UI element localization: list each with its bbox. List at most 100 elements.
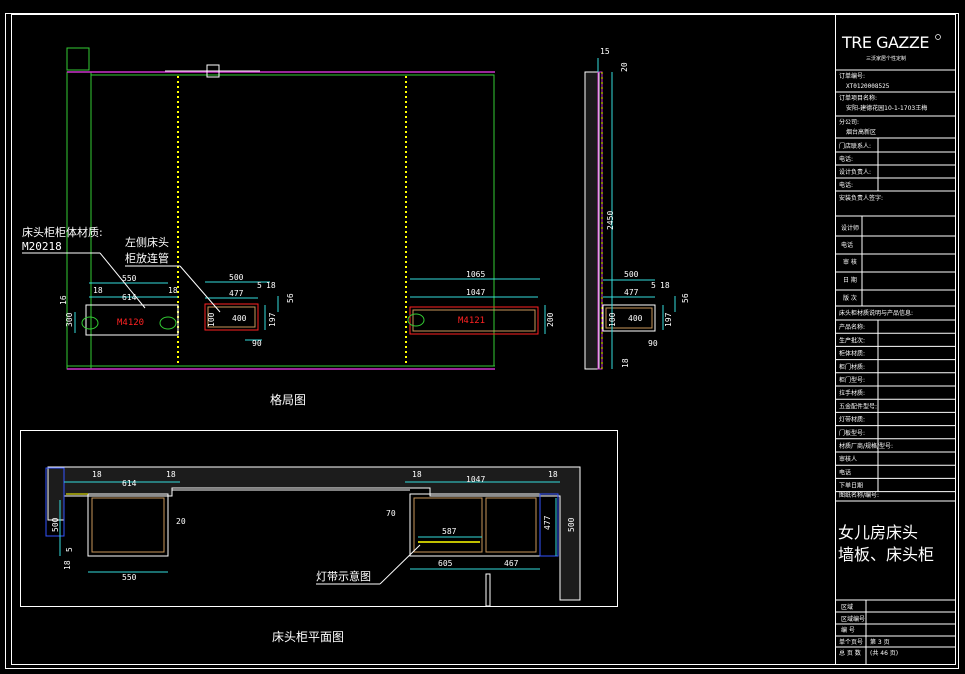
tb-row-label: 下单日期 [839,482,863,490]
tb-order-label: 订单编号: [839,72,865,80]
tb-branch-label: 分公司: [839,118,859,126]
tb-number-label: 编 号 [841,626,855,634]
note-material-line2: M20218 [22,240,62,253]
tb-branch-value: 烟台高新区 [846,128,876,136]
plan-dim-467: 467 [504,559,519,568]
dim-400: 400 [232,314,247,323]
plan-right-blue [539,493,559,557]
titleblock-frame [835,14,956,665]
side-dim-5: 5 [651,281,656,290]
tb-phone3-label: 电话 [841,241,853,249]
tb-installer-label: 安装负责人签字: [839,194,883,202]
brand-logo-sub: 三沃家居个性定制 [866,55,906,62]
tb-row-label: 产品名称: [839,323,865,331]
tb-total-label: 总 页 数 [839,649,861,657]
side-cabinet [602,304,656,332]
plan-frame [20,430,618,607]
dim-100: 100 [207,312,216,327]
tb-page-value: 第 3 页 [870,638,890,646]
plan-dim-500b: 500 [567,517,576,532]
right-cabinet-knob [407,313,425,327]
dim-500: 500 [229,273,244,282]
left-cabinet-knob-1 [81,316,99,330]
tb-area-label: 区域 [841,603,853,611]
tb-zone-label: 区域编号 [841,615,865,623]
drawing-frame [11,14,836,665]
plan-dim-18d: 18 [412,470,422,479]
plan-dim-18a: 18 [92,470,102,479]
tb-row-label: 柜体材质: [839,350,865,358]
side-dim-90: 90 [648,339,658,348]
note-left-line1: 左侧床头 [125,235,169,249]
plan-dim-587: 587 [442,527,457,536]
dim-16: 16 [59,295,68,305]
elevation-view: M4120 M4121 550 18 614 18 500 477 5 [22,47,555,407]
side-dim-20: 20 [620,62,629,72]
tb-drawing-title-1: 女儿房床头 [838,523,918,542]
middle-cabinet [204,303,259,331]
plan-left-blue [45,467,65,537]
tb-material-rows: 产品名称:生产批次:柜体材质:柜门材质:柜门型号:拉手材质:五金配件型号:灯带材… [835,320,955,493]
plan-caption: 床头柜平面图 [272,630,344,644]
tb-row-label: 材质厂商/规格/型号: [839,442,893,450]
tb-phone-label: 电话: [839,155,853,163]
tb-total-value: (共 46 页) [870,649,898,657]
side-dim-18: 18 [660,281,670,290]
tb-project-value: 安阳-建德花园10-1-1703王梅 [846,104,927,112]
brand-registered-icon [935,34,941,40]
side-dim-56: 56 [681,293,690,303]
tb-page-label: 单个页号 [839,638,863,646]
plan-dim-18b: 18 [166,470,176,479]
dim-550: 550 [122,274,137,283]
elevation-caption: 格局图 [270,392,306,407]
tb-drawing-name-label: 图纸名称/编号: [839,491,879,499]
dim-300: 300 [65,312,74,327]
plan-right-cabinet-a [413,497,483,553]
side-dim-100: 100 [608,312,617,327]
plan-right-cabinet-b [485,497,537,553]
tb-row-label: 柜门型号: [839,376,865,384]
dim-614: 614 [122,293,137,302]
right-cabinet-inner [412,309,536,332]
plan-led-note: 灯带示意图 [316,569,371,583]
note-material-leader [99,252,146,309]
dim-1047: 1047 [466,288,485,297]
plan-dim-605: 605 [438,559,453,568]
dim-197: 197 [268,312,277,327]
note-material-line1: 床头柜柜体材质: [22,225,103,239]
plan-leg [485,573,491,607]
dim-5: 5 [257,281,262,290]
tb-row-label: 电话 [839,468,851,476]
tb-row-label: 门板型号: [839,429,865,437]
tb-design-label: 设计师 [841,224,859,232]
side-section: 15 20 2450 500 477 5 18 400 197 100 90 1… [584,47,690,370]
plan-dim-500: 500 [51,517,60,532]
plan-dim-20: 20 [176,517,186,526]
right-cabinet-label: M4121 [458,316,485,326]
side-wall-hatch [584,71,600,370]
dim-18b: 18 [168,286,178,295]
plan-dim-70: 70 [386,509,396,518]
tb-row-label: 五金配件型号: [839,402,877,410]
left-cabinet-knob-2 [159,316,177,330]
dim-200: 200 [546,312,555,327]
tb-review-label: 审 核 [843,258,857,266]
plan-dim-18e: 18 [548,470,558,479]
tb-row-label: 拉手材质: [839,389,865,397]
tb-date-label: 日 期 [843,276,857,284]
tb-row-label: 灯带材质: [839,416,865,424]
middle-cabinet-inner [207,306,256,328]
tb-designer-label: 设计负责人: [839,168,871,176]
tb-contact-label: 门店联系人: [839,142,871,150]
brand-logo: TRE GAZZE [841,33,929,52]
side-dim-500: 500 [624,270,639,279]
dim-477: 477 [229,289,244,298]
plan-dim-550: 550 [122,573,137,582]
plan-left-cabinet-inner [91,497,165,553]
plan-dim-477: 477 [543,515,552,530]
plan-dim-614: 614 [122,479,137,488]
side-dim-400: 400 [628,314,643,323]
plan-left-cabinet [87,493,169,557]
side-dim-15: 15 [600,47,610,56]
dim-1065: 1065 [466,270,485,279]
